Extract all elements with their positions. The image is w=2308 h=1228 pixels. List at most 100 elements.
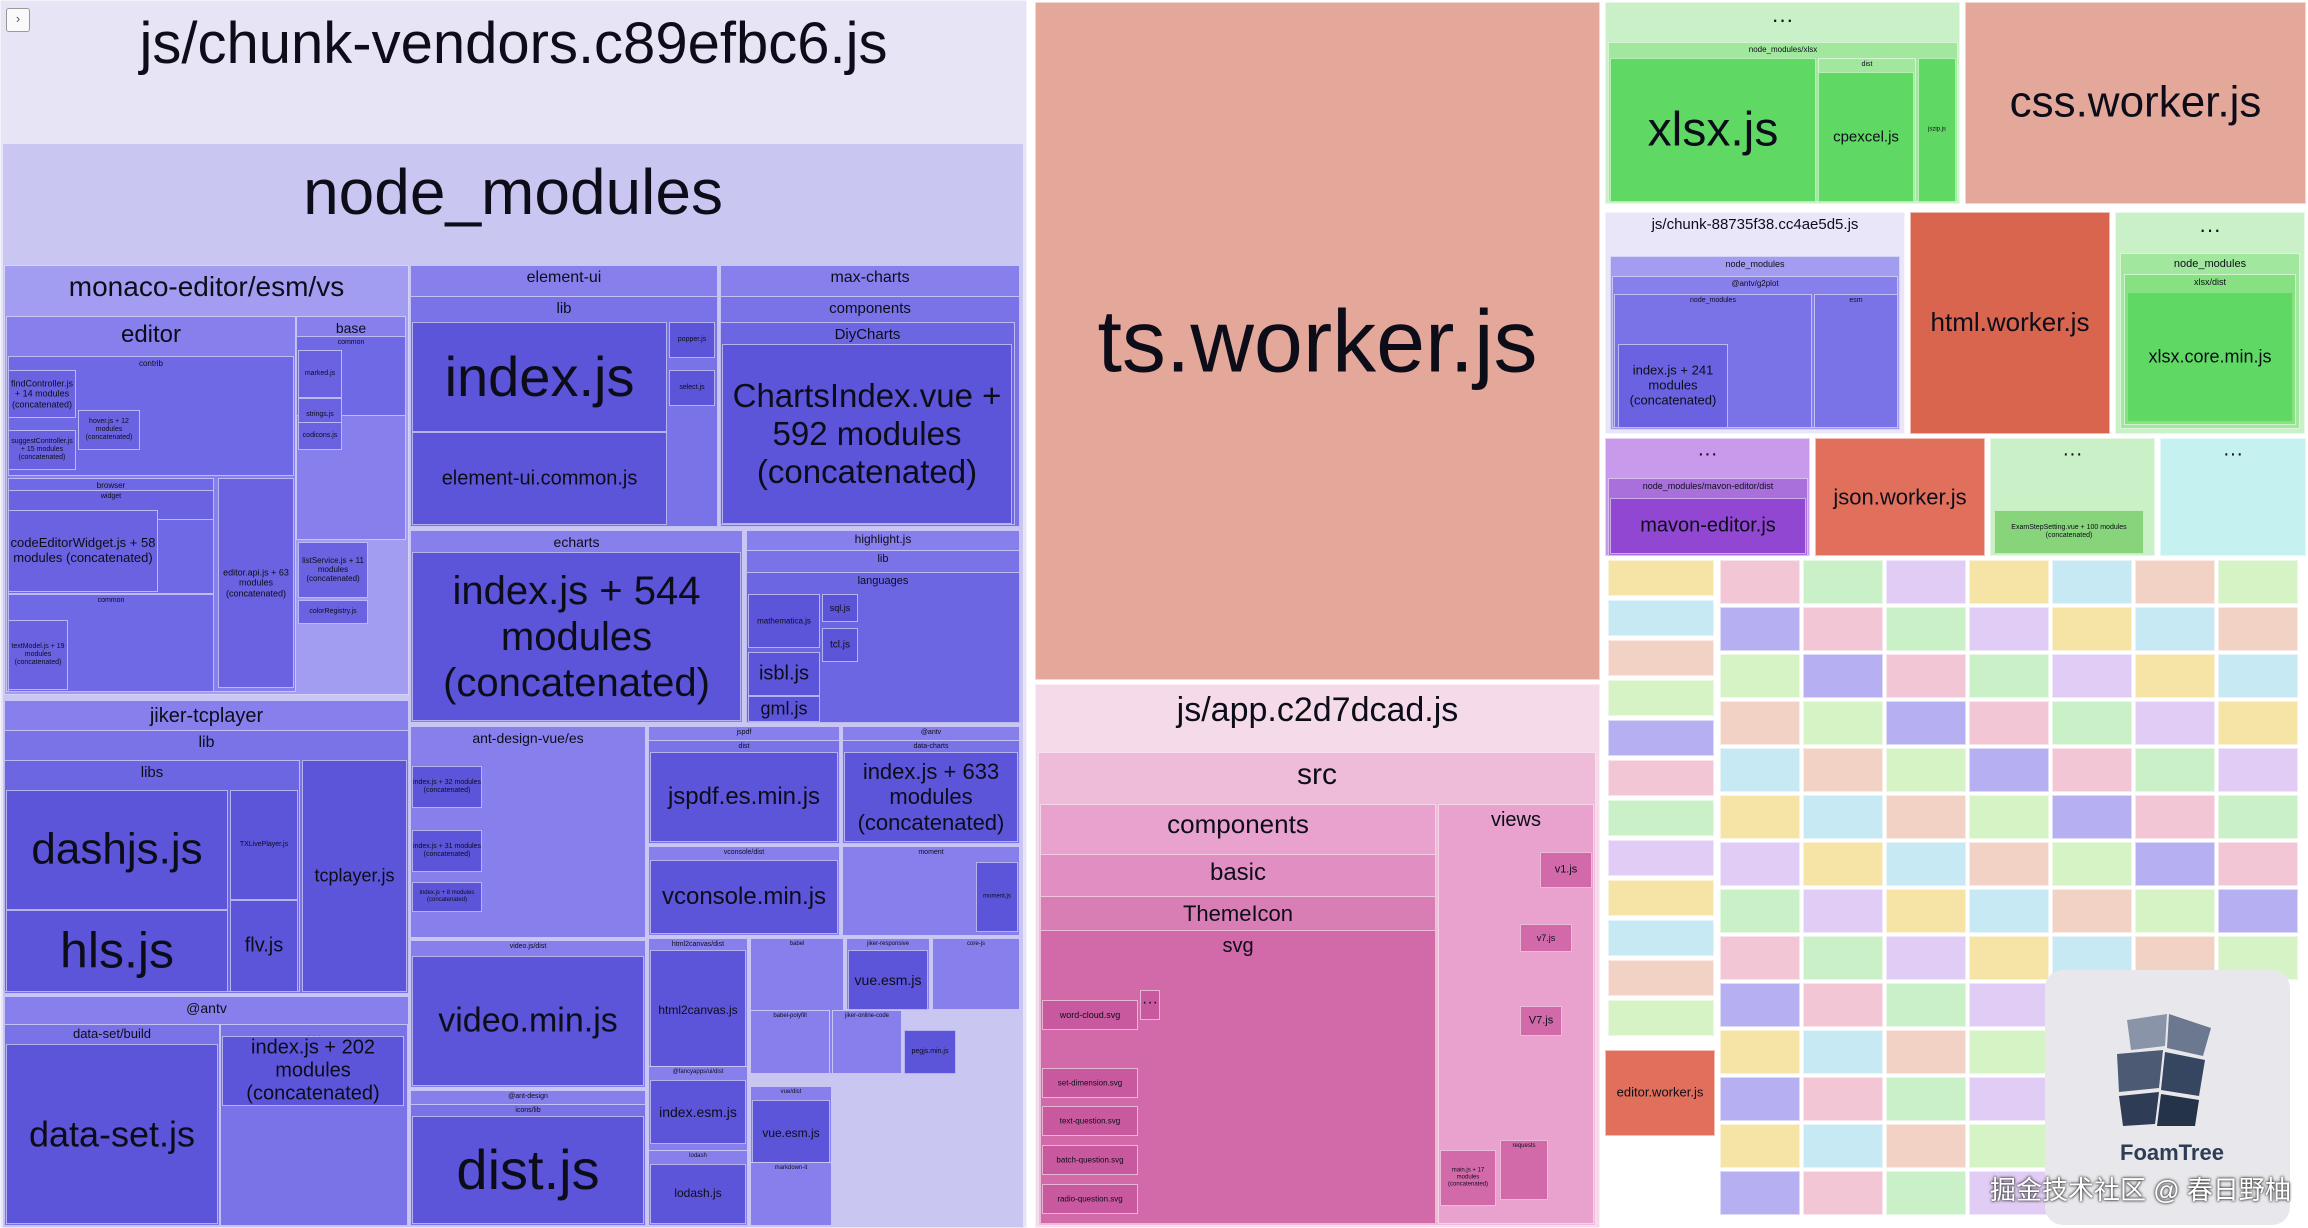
tile-small[interactable] <box>1969 936 2049 980</box>
tile-small[interactable] <box>1886 748 1966 792</box>
tile-small[interactable] <box>1720 701 1800 745</box>
cell-indexesm[interactable]: index.esm.js <box>650 1080 746 1144</box>
tile-small[interactable] <box>2135 748 2215 792</box>
cell-hover-contrib[interactable]: hover.js + 12 modules (concatenated) <box>78 410 140 450</box>
tile-small[interactable] <box>1886 842 1966 886</box>
tile-small[interactable] <box>1720 1030 1800 1074</box>
cell-cpexcel[interactable]: cpexcel.js <box>1818 72 1914 202</box>
cell-htmlworker[interactable]: html.worker.js <box>1910 212 2110 434</box>
cell-setdimension[interactable]: set-dimension.svg <box>1042 1068 1138 1098</box>
tile-small[interactable] <box>1608 600 1714 636</box>
tile-small[interactable] <box>1608 840 1714 876</box>
tile-small[interactable] <box>1720 560 1800 604</box>
cell-v7js2[interactable]: V7.js <box>1520 1006 1562 1036</box>
tile-small[interactable] <box>2052 654 2132 698</box>
cell-core-js[interactable]: core-js <box>932 938 1020 1010</box>
cell-marked[interactable]: marked.js <box>298 350 342 398</box>
tile-small[interactable] <box>2052 842 2132 886</box>
cell-html2canvas[interactable]: html2canvas.js <box>650 950 746 1072</box>
tile-small[interactable] <box>2218 889 2298 933</box>
cell-esm[interactable]: esm <box>1814 294 1898 428</box>
tile-small[interactable] <box>1969 1030 2049 1074</box>
cell-jspdf[interactable]: jspdf.es.min.js <box>650 752 838 842</box>
cell-tcplayer[interactable]: tcplayer.js <box>302 760 407 992</box>
tile-small[interactable] <box>1886 701 1966 745</box>
tile-small[interactable] <box>1886 1030 1966 1074</box>
tile-small[interactable] <box>2218 748 2298 792</box>
cell-tsworker[interactable]: ts.worker.js <box>1035 2 1600 680</box>
tile-small[interactable] <box>1969 654 2049 698</box>
cell-codicons[interactable]: codicons.js <box>298 422 342 450</box>
tile-small[interactable] <box>1969 983 2049 1027</box>
cell-liststservice[interactable]: listService.js + 11 modules (concatenate… <box>298 542 368 598</box>
cell-vueesm2[interactable]: vue.esm.js <box>752 1100 830 1168</box>
cell-batchquestion[interactable]: batch-question.svg <box>1042 1145 1138 1175</box>
cell-distjs[interactable]: dist.js <box>412 1116 644 1224</box>
tile-small[interactable] <box>1886 1077 1966 1121</box>
tile-small[interactable] <box>2218 654 2298 698</box>
tile-small[interactable] <box>1720 795 1800 839</box>
cell-sql[interactable]: sql.js <box>822 594 858 622</box>
tile-small[interactable] <box>1803 560 1883 604</box>
cell-textmodel[interactable]: textModel.js + 19 modules (concatenated) <box>8 620 68 690</box>
tile-small[interactable] <box>2135 607 2215 651</box>
tile-small[interactable] <box>2052 607 2132 651</box>
cell-antd-index3[interactable]: index.js + 8 modules (concatenated) <box>412 882 482 912</box>
cell-cyan-group[interactable]: ··· <box>2160 438 2306 556</box>
cell-examstep[interactable]: ExamStepSetting.vue + 100 modules (conca… <box>1994 510 2144 554</box>
cell-xlsx[interactable]: xlsx.js <box>1610 58 1816 202</box>
tile-small[interactable] <box>1803 1077 1883 1121</box>
cell-mainjs[interactable]: main.js + 17 modules (concatenated) <box>1440 1150 1496 1206</box>
cell-antd-index2[interactable]: index.js + 31 modules (concatenated) <box>412 830 482 872</box>
tile-small[interactable] <box>1720 983 1800 1027</box>
tile-small[interactable] <box>2218 607 2298 651</box>
tile-small[interactable] <box>1969 1077 2049 1121</box>
xlsx-core-node-modules[interactable]: node_modules xlsx/dist xlsx.core.min.js <box>2120 253 2300 429</box>
cell-videomin[interactable]: video.min.js <box>412 956 644 1086</box>
tile-small[interactable] <box>1720 1077 1800 1121</box>
tile-small[interactable] <box>1608 760 1714 796</box>
xlsx-core-group[interactable]: ··· node_modules xlsx/dist xlsx.core.min… <box>2115 212 2305 434</box>
tile-small[interactable] <box>1803 607 1883 651</box>
cell-jsonworker[interactable]: json.worker.js <box>1815 438 1985 556</box>
cell-select[interactable]: select.js <box>669 370 715 406</box>
cell-antd-index1[interactable]: index.js + 32 modules (concatenated) <box>412 766 482 808</box>
tile-small[interactable] <box>2218 795 2298 839</box>
tile-small[interactable] <box>1886 983 1966 1027</box>
tile-small[interactable] <box>1720 1171 1800 1215</box>
tile-small[interactable] <box>2052 560 2132 604</box>
cell-v7js[interactable]: v7.js <box>1520 924 1572 952</box>
xlsx-core-file[interactable]: xlsx.core.min.js <box>2128 293 2292 421</box>
sidebar-toggle-button[interactable]: › <box>6 8 30 32</box>
tile-small[interactable] <box>1720 1124 1800 1168</box>
cell-chartsindex[interactable]: ChartsIndex.vue + 592 modules (concatena… <box>722 344 1012 524</box>
tile-small[interactable] <box>1608 1000 1714 1036</box>
tile-small[interactable] <box>2135 842 2215 886</box>
tile-small[interactable] <box>1803 936 1883 980</box>
tile-small[interactable] <box>1969 607 2049 651</box>
cell-dashjs[interactable]: dashjs.js <box>6 790 228 910</box>
cell-momentjs[interactable]: moment.js <box>976 862 1018 932</box>
cell-wordcloud[interactable]: word-cloud.svg <box>1042 1000 1138 1030</box>
cell-hlsjs[interactable]: hls.js <box>6 910 228 992</box>
tile-small[interactable] <box>1969 701 2049 745</box>
tile-small[interactable] <box>2052 701 2132 745</box>
xlsx-core-dist[interactable]: xlsx/dist xlsx.core.min.js <box>2124 274 2296 425</box>
cell-babel-polyfill[interactable]: babel-polyfill <box>750 1010 830 1074</box>
cell-gml[interactable]: gml.js <box>748 696 820 722</box>
tile-small[interactable] <box>1720 842 1800 886</box>
tile-small[interactable] <box>1608 960 1714 996</box>
tile-small[interactable] <box>1886 1171 1966 1215</box>
tile-small[interactable] <box>1720 889 1800 933</box>
cell-colorregistry[interactable]: colorRegistry.js <box>298 600 368 624</box>
cell-vueesm[interactable]: vue.esm.js <box>848 950 928 1010</box>
cell-element-index[interactable]: index.js <box>412 322 667 432</box>
tile-small[interactable] <box>1608 880 1714 916</box>
tile-small[interactable] <box>2052 748 2132 792</box>
tile-small[interactable] <box>1720 654 1800 698</box>
tile-small[interactable] <box>2052 889 2132 933</box>
tile-small[interactable] <box>1886 1124 1966 1168</box>
tile-small[interactable] <box>1803 795 1883 839</box>
tile-small[interactable] <box>1886 795 1966 839</box>
tile-small[interactable] <box>1803 1171 1883 1215</box>
